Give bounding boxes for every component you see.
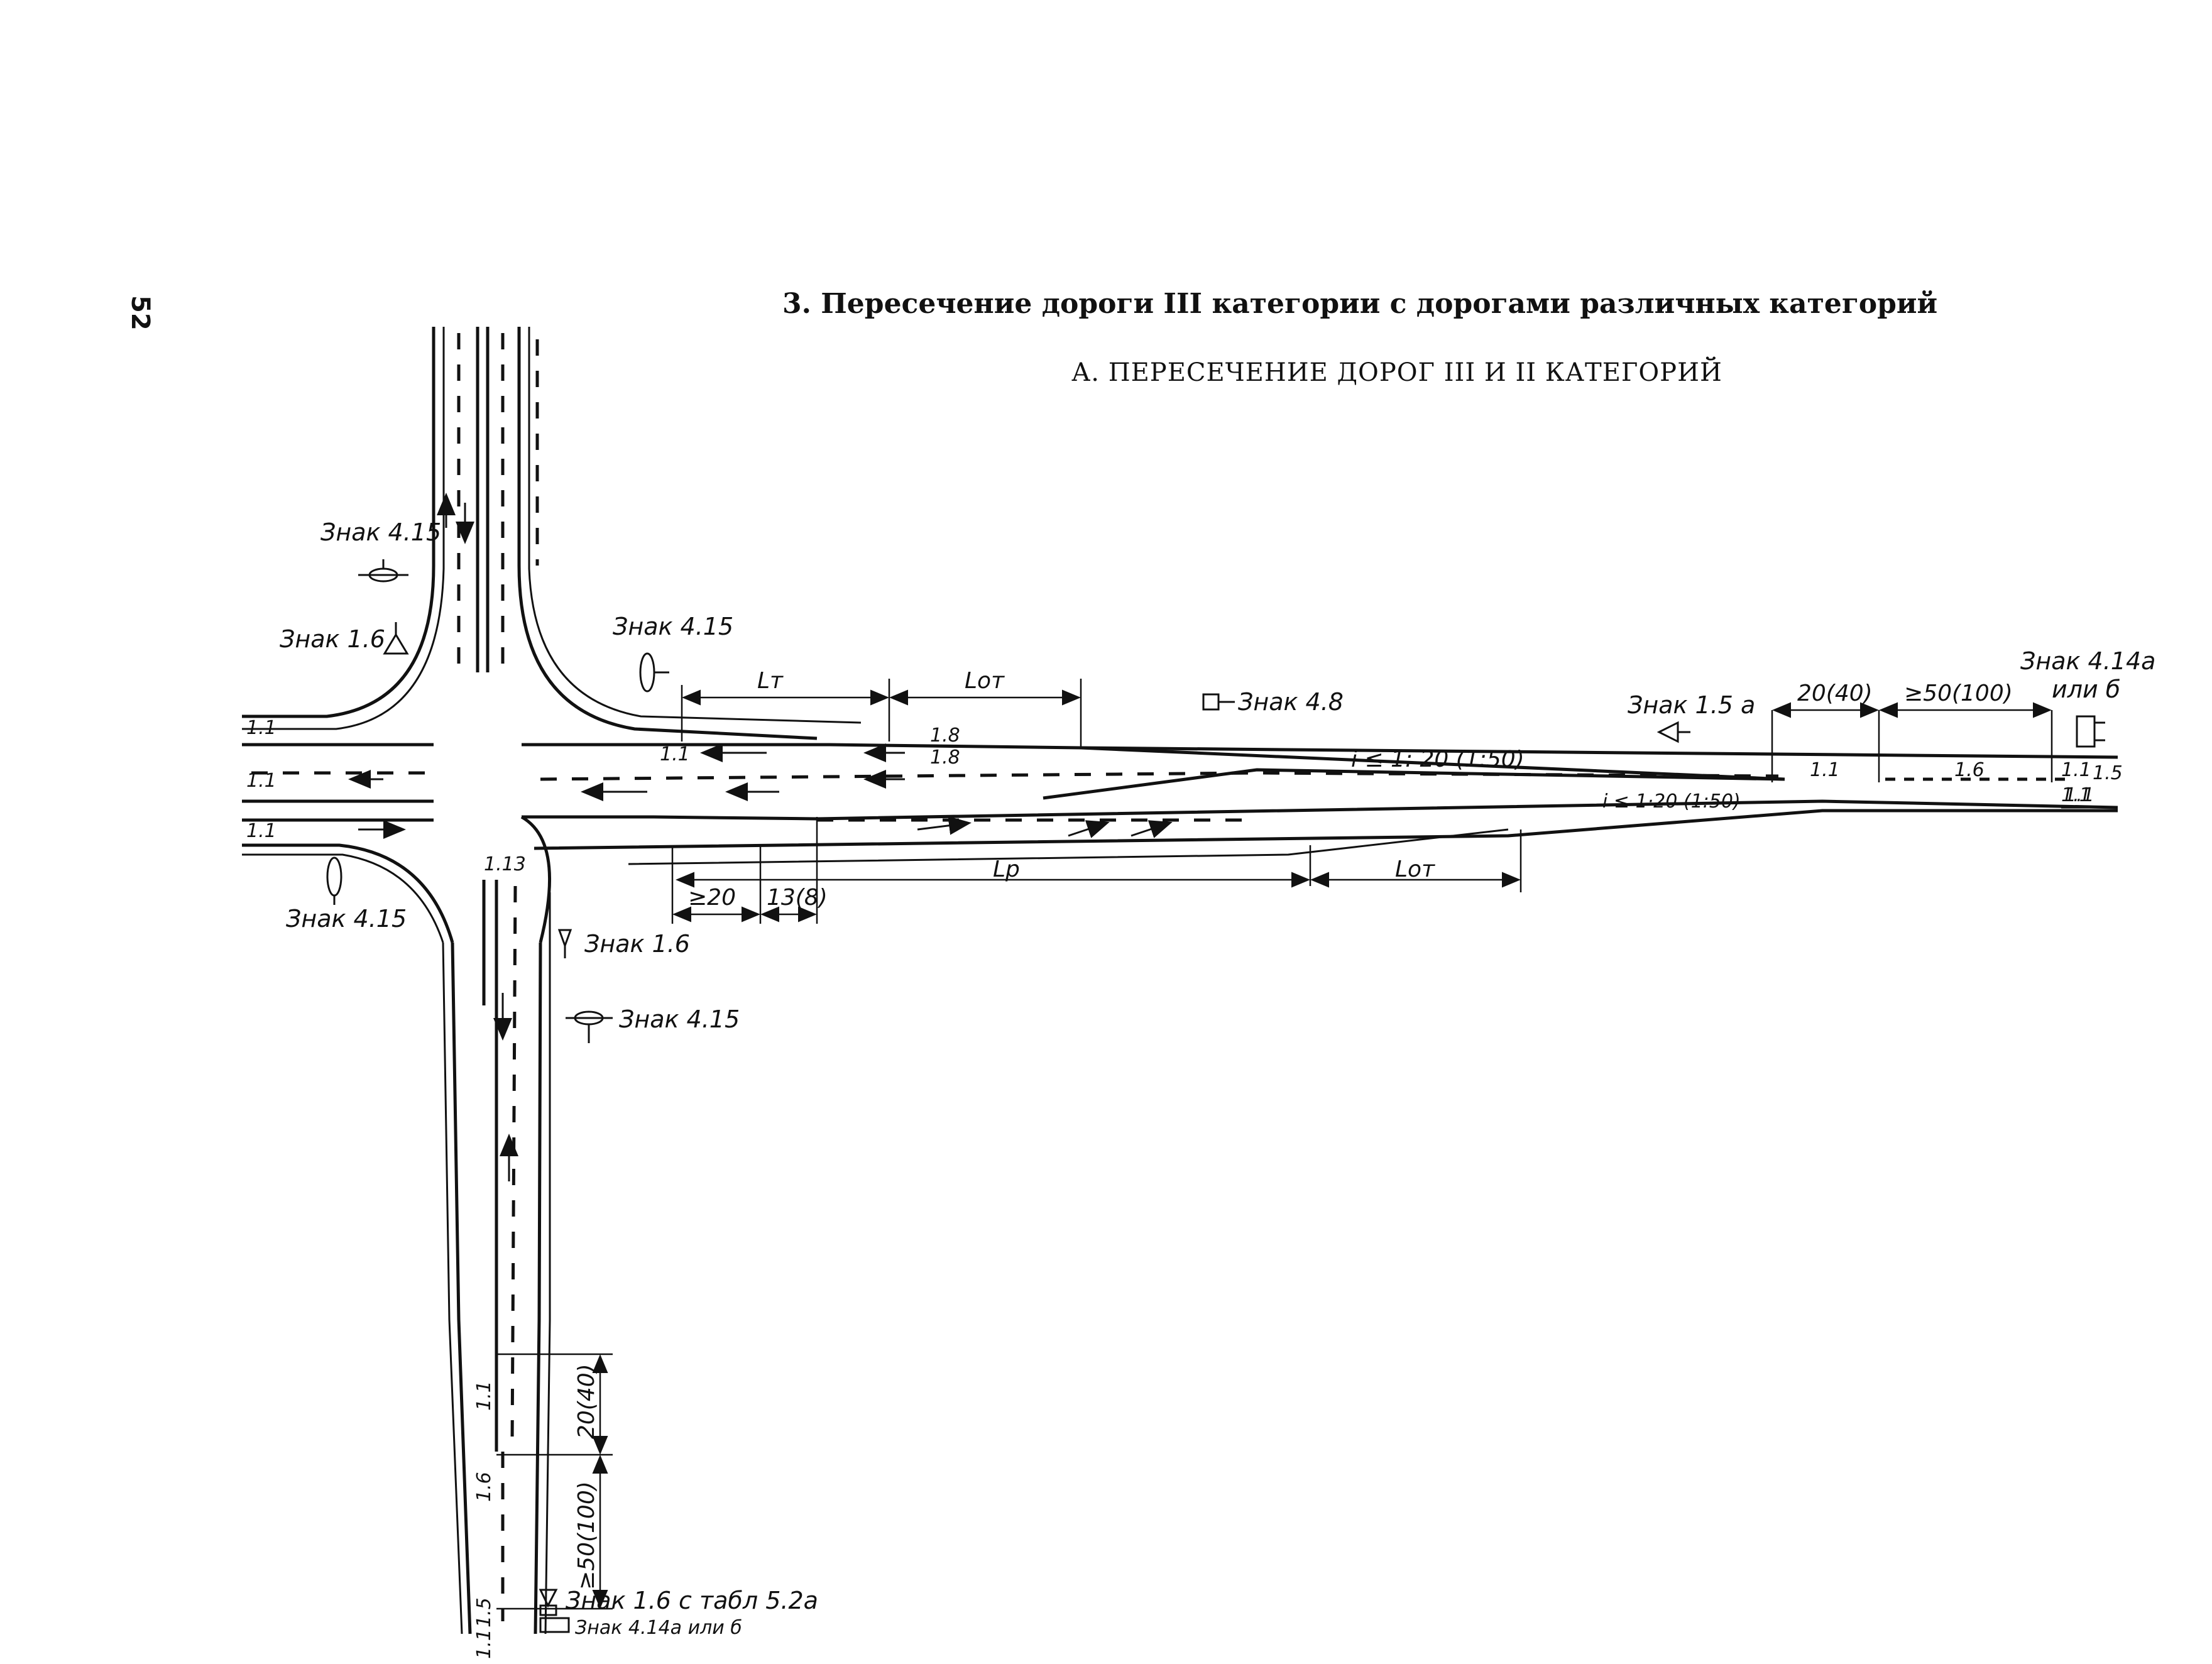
sign-4-15-bottom-left-label: Знак 4.15: [286, 905, 407, 933]
marking-label: 1.6: [1954, 759, 1985, 781]
sign-1-5a-symbol: [1656, 721, 1690, 743]
marking-label: 1.13: [484, 853, 526, 875]
sign-4-14-label-line2: или б: [2052, 676, 2120, 703]
dim-20-40-h: 20(40): [1797, 681, 1873, 706]
sign-4-8-symbol: [1202, 693, 1235, 711]
marking-label: 1.6: [473, 1472, 495, 1502]
marking-label: 1.5: [473, 1597, 495, 1628]
marking-label: 1.1: [660, 743, 690, 765]
marking-label: 1.1: [2061, 784, 2091, 806]
sign-4-15-bottom-right-symbol: [566, 1010, 613, 1043]
sign-1-5a-label: Знак 1.5 а: [1628, 691, 1755, 719]
dim-l-ot-bottom: Lот: [1395, 857, 1435, 882]
sign-4-15-top-left-label: Знак 4.15: [320, 518, 441, 546]
sign-4-15-top-left-symbol: [358, 559, 408, 583]
marking-label: 1.5: [2093, 762, 2123, 784]
dim-20-40-v: 20(40): [574, 1364, 600, 1439]
main-road: [242, 743, 2118, 943]
dim-l-t: Lт: [757, 668, 784, 694]
dim-l-ot-top: Lот: [965, 668, 1005, 694]
sign-1-6-top-left-label: Знак 1.6: [280, 625, 385, 653]
sign-4-14-symbol: [2076, 715, 2105, 748]
sign-4-15-top-right-label: Знак 4.15: [613, 613, 733, 640]
north-road-arm: [242, 327, 862, 740]
marking-label: 1.1: [2061, 759, 2091, 781]
sign-symbols: [326, 559, 2105, 1633]
sign-1-6-tab-symbol: [539, 1589, 558, 1616]
dimension-lines: [496, 679, 2053, 1610]
marking-label: 1.1: [1810, 759, 1840, 781]
marking-label: 1.1: [246, 770, 276, 792]
sign-4-14-bottom-label: Знак 4.14а или б: [575, 1617, 742, 1639]
sign-1-6-bottom-label: Знак 1.6: [584, 930, 690, 958]
sign-1-6-top-left-symbol: [383, 622, 409, 655]
marking-label: 1.8: [930, 725, 960, 747]
sign-4-14-bottom-symbol: [539, 1617, 570, 1633]
dim-50-100-h: ≥50(100): [1904, 681, 2013, 706]
sign-4-8-label: Знак 4.8: [1238, 688, 1344, 716]
marking-label: 1.8: [930, 747, 960, 769]
page-subtitle: А. ПЕРЕСЕЧЕНИЕ ДОРОГ III И II КАТЕГОРИЙ: [1071, 358, 1722, 387]
sign-4-15-bottom-right-label: Знак 4.15: [619, 1005, 740, 1033]
marking-label: 1.1: [2064, 784, 2094, 806]
page-title: 3. Пересечение дороги III категории с до…: [782, 288, 1938, 320]
sign-4-14-label-line1: Знак 4.14а: [2020, 647, 2155, 675]
traffic-arrows: [348, 493, 1173, 1181]
dim-50-100-v: ≥50(100): [574, 1481, 600, 1590]
marking-label: 1.1: [246, 717, 276, 739]
marking-label: 1.1: [473, 1629, 495, 1659]
sign-1-6-tab-label: Знак 1.6 с табл 5.2а: [566, 1587, 818, 1614]
marking-label: 1.1: [473, 1381, 495, 1411]
south-road-arm: [442, 880, 551, 1634]
slope-bottom: i ≤ 1·20 (1:50): [1602, 791, 1741, 813]
slope-top: i ≤ 1: 20 (1:50): [1351, 747, 1525, 772]
sign-4-15-bottom-left-symbol: [326, 857, 342, 905]
dim-min-20: ≥20: [688, 885, 736, 911]
marking-label: 1.1: [246, 820, 276, 842]
sign-1-6-bottom-symbol: [557, 929, 572, 958]
dim-l-p: Lр: [993, 857, 1020, 882]
sign-4-15-top-right-symbol: [639, 652, 669, 692]
dim-13-8: 13(8): [767, 885, 828, 911]
